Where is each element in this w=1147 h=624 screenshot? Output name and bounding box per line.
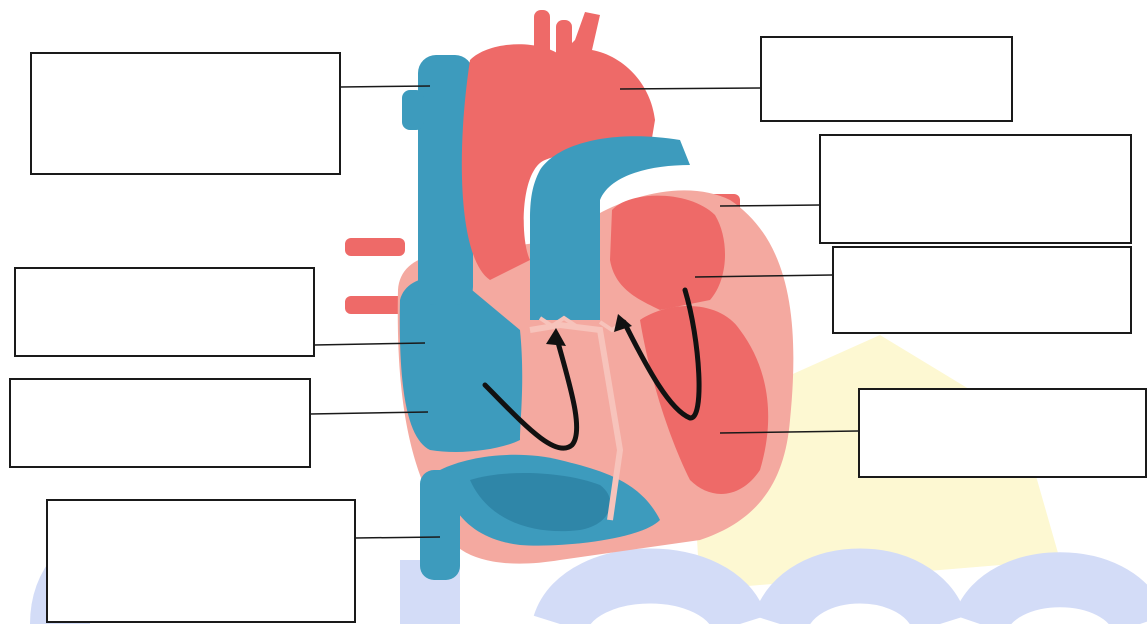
label-box-aorta[interactable] — [760, 36, 1013, 122]
label-box-right-atrium[interactable] — [14, 267, 315, 357]
leader-line-aorta — [620, 88, 760, 89]
leader-line-pulmonary-veins — [720, 205, 820, 206]
label-box-pulmonary-veins[interactable] — [819, 134, 1132, 244]
label-box-superior-vena-cava[interactable] — [30, 52, 341, 175]
leader-line-left-atrium — [695, 275, 832, 277]
label-box-left-ventricle[interactable] — [858, 388, 1147, 478]
label-box-tricuspid-valve[interactable] — [9, 378, 311, 468]
label-box-left-atrium[interactable] — [832, 246, 1132, 334]
leader-line-tricuspid — [310, 412, 428, 414]
leader-line-right-atrium — [314, 343, 425, 345]
label-box-inferior-vena-cava[interactable] — [46, 499, 356, 623]
leader-line-inferior-vena-cava — [355, 537, 440, 538]
leader-line-left-ventricle — [720, 431, 858, 433]
leader-line-superior-vena-cava — [340, 86, 430, 87]
